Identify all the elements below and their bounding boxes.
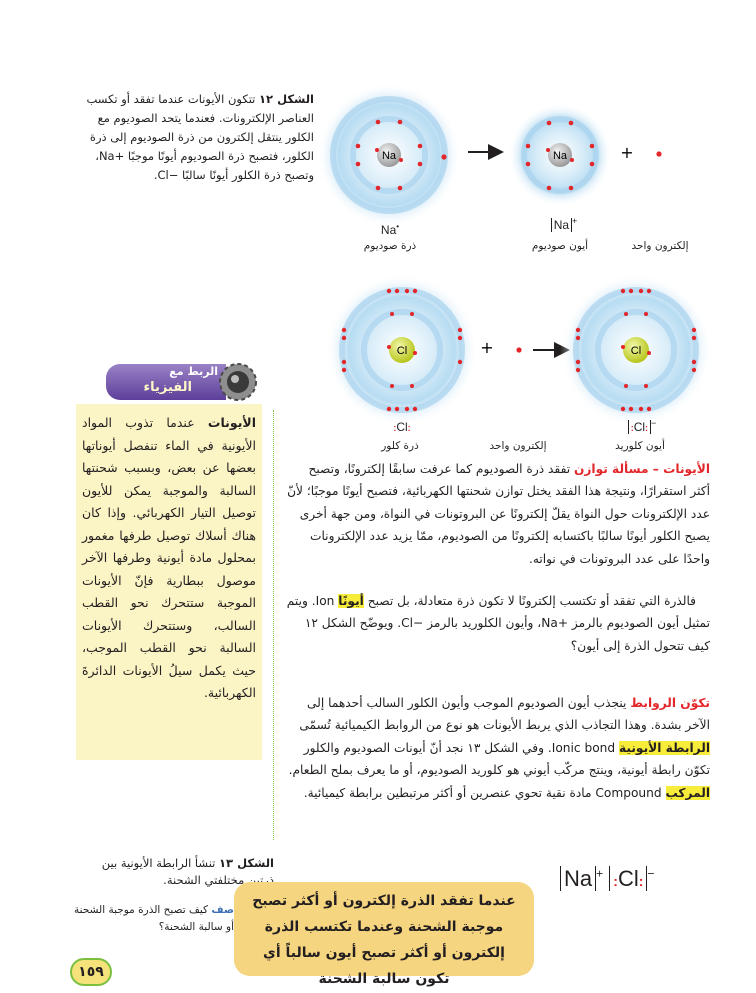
cl-ion-formula: :Cl: [609,866,648,891]
sodium-ion [508,103,612,207]
question-label: صف [211,904,234,916]
plus-sign-top: + [620,143,633,162]
electron-label-bottom: إلكترون واحد [489,440,547,452]
chlorine-atom-lewis: :Cl: [393,420,411,434]
term-compound: المركب [665,785,710,800]
sodium-atom-symbol: Na [382,150,397,162]
banner-top-text: الربط مع [169,365,218,378]
bonds-section: تكوّن الروابط ينجذب أيون الصوديوم الموجب… [288,696,710,800]
figure-13-question: صف كيف تصبح الذرة موجبة الشحنة أو سالبة … [74,904,234,933]
figure-13-label: الشكل ١٣ [219,856,274,870]
chlorine-atom-symbol: Cl [397,345,407,357]
free-electron-top [656,151,662,157]
chloride-ion-label: أيون كلوريد [615,440,665,452]
physics-sidebar: الأيونات عندما تذوب المواد الأيونية في ا… [76,404,262,760]
sidebar-lead: الأيونات [207,415,256,430]
term-ionic-bond: الرابطة الأيونية [618,740,710,755]
term-ion: أيونًا [338,594,364,608]
sodium-ion-symbol: Na [553,150,568,162]
nacl-formula: Na+ :Cl:− [560,866,690,902]
electron-label-top: إلكترون واحد [631,240,689,252]
chloride-ion [560,274,712,426]
figure-12-caption-text: تتكون الأيونات عندما تفقد أو تكسب العناص… [86,92,315,182]
bonds-heading: تكوّن الروابط [630,696,710,710]
chloride-ion-lewis: :Cl:− [618,418,666,434]
atom-diagrams: Na Na + Cl + [317,83,712,426]
gear-icon [219,363,257,401]
answer-callout: عندما تفقد الذرة إلكترون أو أكثر تصبح مو… [234,882,534,987]
ions-paragraph-2: فالذرة التي تفقد أو تكتسب إلكترونًا لا ت… [286,594,710,653]
sodium-atom-lewis: Na• [380,222,400,237]
sidebar-text: الأيونات عندما تذوب المواد الأيونية في ا… [76,404,262,705]
plus-sign-bottom: + [480,338,493,357]
free-electron-bottom [516,347,522,353]
sodium-atom-label: ذرة صوديوم [363,240,417,252]
physics-banner: الربط مع الفيزياء [106,362,257,402]
na-ion-formula: Na [560,866,597,891]
figure-12-label: الشكل ١٢ [259,92,314,106]
ions-paragraph-1: تفقد ذرة الصوديوم كما عرفت سابقًا إلكترو… [287,462,710,566]
sodium-atom [317,83,461,227]
chlorine-atom-label: ذرة كلور [381,440,419,452]
banner-bottom-text: الفيزياء [143,380,193,395]
sodium-ion-label: أيون صوديوم [531,240,589,252]
ions-heading: الأيونات – مسألة توازن [574,462,710,476]
sidebar-body: عندما تذوب المواد الأيونية في الماء تنفص… [82,415,256,700]
figure-12-caption: الشكل ١٢ تتكون الأيونات عندما تفقد أو تك… [74,90,315,185]
page-number: ١٥٩ [70,958,112,986]
column-divider [273,410,274,840]
chloride-ion-symbol: Cl [631,345,641,357]
callout-text: عندما تفقد الذرة إلكترون أو أكثر تصبح مو… [252,893,516,987]
sodium-ion-lewis: Na+ [540,216,588,232]
chlorine-atom [326,274,478,426]
ions-section: الأيونات – مسألة توازن تفقد ذرة الصوديوم… [286,458,710,570]
